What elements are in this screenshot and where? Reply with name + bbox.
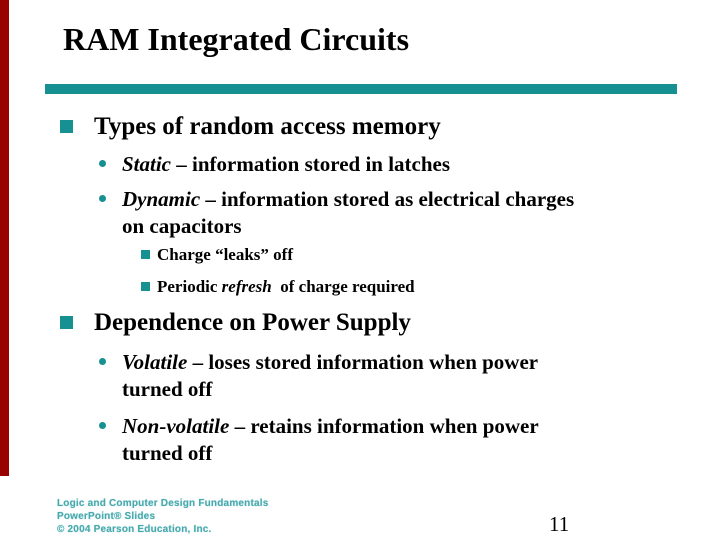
bullet-square-icon bbox=[60, 120, 73, 133]
footer-logo-line3: © 2004 Pearson Education, Inc. bbox=[57, 524, 212, 535]
footer-logo-line1: Logic and Computer Design Fundamentals bbox=[57, 498, 269, 509]
footer-logo-line2: PowerPoint® Slides bbox=[57, 511, 156, 522]
list-item-rest: – retains information when power bbox=[229, 414, 539, 438]
page-number: 11 bbox=[549, 512, 570, 536]
bullet-dot-icon bbox=[99, 160, 106, 167]
bullet-square-icon bbox=[60, 316, 73, 329]
list-item-volatile: Volatile – loses stored information when… bbox=[122, 349, 538, 403]
list-item-static: Static – information stored in latches bbox=[122, 151, 450, 178]
list-item-line2: turned off bbox=[122, 377, 213, 401]
sublist-item-post: of charge required bbox=[271, 277, 415, 296]
list-item-rest: – information stored in latches bbox=[171, 152, 451, 176]
slide-title: RAM Integrated Circuits bbox=[63, 21, 410, 57]
list-item-rest: – loses stored information when power bbox=[187, 350, 539, 374]
left-accent-bar bbox=[0, 0, 9, 476]
sublist-item-charge: Charge “leaks” off bbox=[157, 245, 293, 265]
list-item-line2: turned off bbox=[122, 441, 213, 465]
sublist-item-pre: Charge “leaks” off bbox=[157, 245, 293, 264]
sublist-item-em: refresh bbox=[221, 277, 272, 296]
bullet-dot-icon bbox=[99, 195, 106, 202]
section1-heading: Types of random access memory bbox=[94, 113, 441, 140]
list-item-line2: on capacitors bbox=[122, 214, 242, 238]
bullet-dot-icon bbox=[99, 358, 106, 365]
list-item-term: Static bbox=[122, 152, 172, 176]
list-item-rest: – information stored as electrical charg… bbox=[200, 187, 575, 211]
list-item-dynamic: Dynamic – information stored as electric… bbox=[122, 186, 574, 240]
bullet-small-square-icon bbox=[141, 282, 150, 291]
section2-heading: Dependence on Power Supply bbox=[94, 309, 411, 336]
list-item-nonvolatile: Non-volatile – retains information when … bbox=[122, 413, 539, 467]
list-item-term: Volatile bbox=[122, 350, 188, 374]
sublist-item-refresh: Periodic refresh of charge required bbox=[157, 277, 415, 297]
list-item-term: Dynamic bbox=[122, 187, 201, 211]
bullet-small-square-icon bbox=[141, 250, 150, 259]
list-item-term: Non-volatile bbox=[122, 414, 230, 438]
footer-logo: Logic and Computer Design Fundamentals P… bbox=[57, 497, 269, 536]
sublist-item-pre: Periodic bbox=[157, 277, 222, 296]
title-divider-rule bbox=[45, 84, 677, 94]
bullet-dot-icon bbox=[99, 422, 106, 429]
